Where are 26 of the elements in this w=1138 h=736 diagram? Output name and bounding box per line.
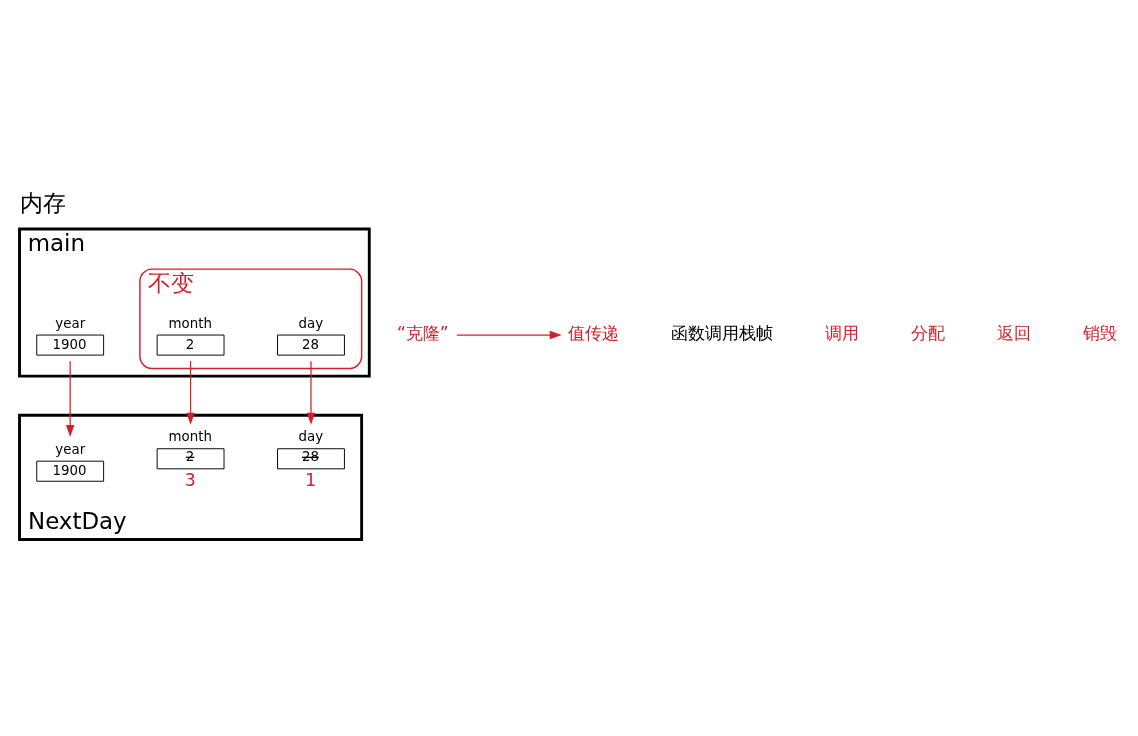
node-text: 值传递 xyxy=(568,323,620,344)
arrow xyxy=(65,360,75,437)
node-box: 2 xyxy=(156,448,225,470)
node-label: 1 xyxy=(305,470,317,491)
node-label: 3 xyxy=(184,470,196,491)
node-label: month xyxy=(168,315,212,331)
node-box: 1900 xyxy=(36,334,105,356)
arrow xyxy=(306,360,316,425)
node-label: year xyxy=(55,315,86,331)
node-box: 2 xyxy=(156,334,225,356)
node-text: “克隆” xyxy=(396,323,449,344)
node-label: day xyxy=(298,315,324,331)
node-label: year xyxy=(55,441,86,457)
arrow xyxy=(456,330,562,340)
node-box: 1900 xyxy=(36,460,105,482)
node-box: 28 xyxy=(277,448,345,470)
label: 分配 xyxy=(911,323,946,344)
diagram-title: 内存 xyxy=(19,189,66,216)
node-box: 28 xyxy=(277,334,345,356)
node-label: day xyxy=(298,429,324,445)
label: 销毁 xyxy=(1083,323,1118,344)
node-label: month xyxy=(168,429,212,445)
label: 函数调用栈帧 xyxy=(670,323,773,344)
label: 返回 xyxy=(997,323,1032,344)
arrow xyxy=(186,360,195,425)
label: 调用 xyxy=(825,323,860,344)
